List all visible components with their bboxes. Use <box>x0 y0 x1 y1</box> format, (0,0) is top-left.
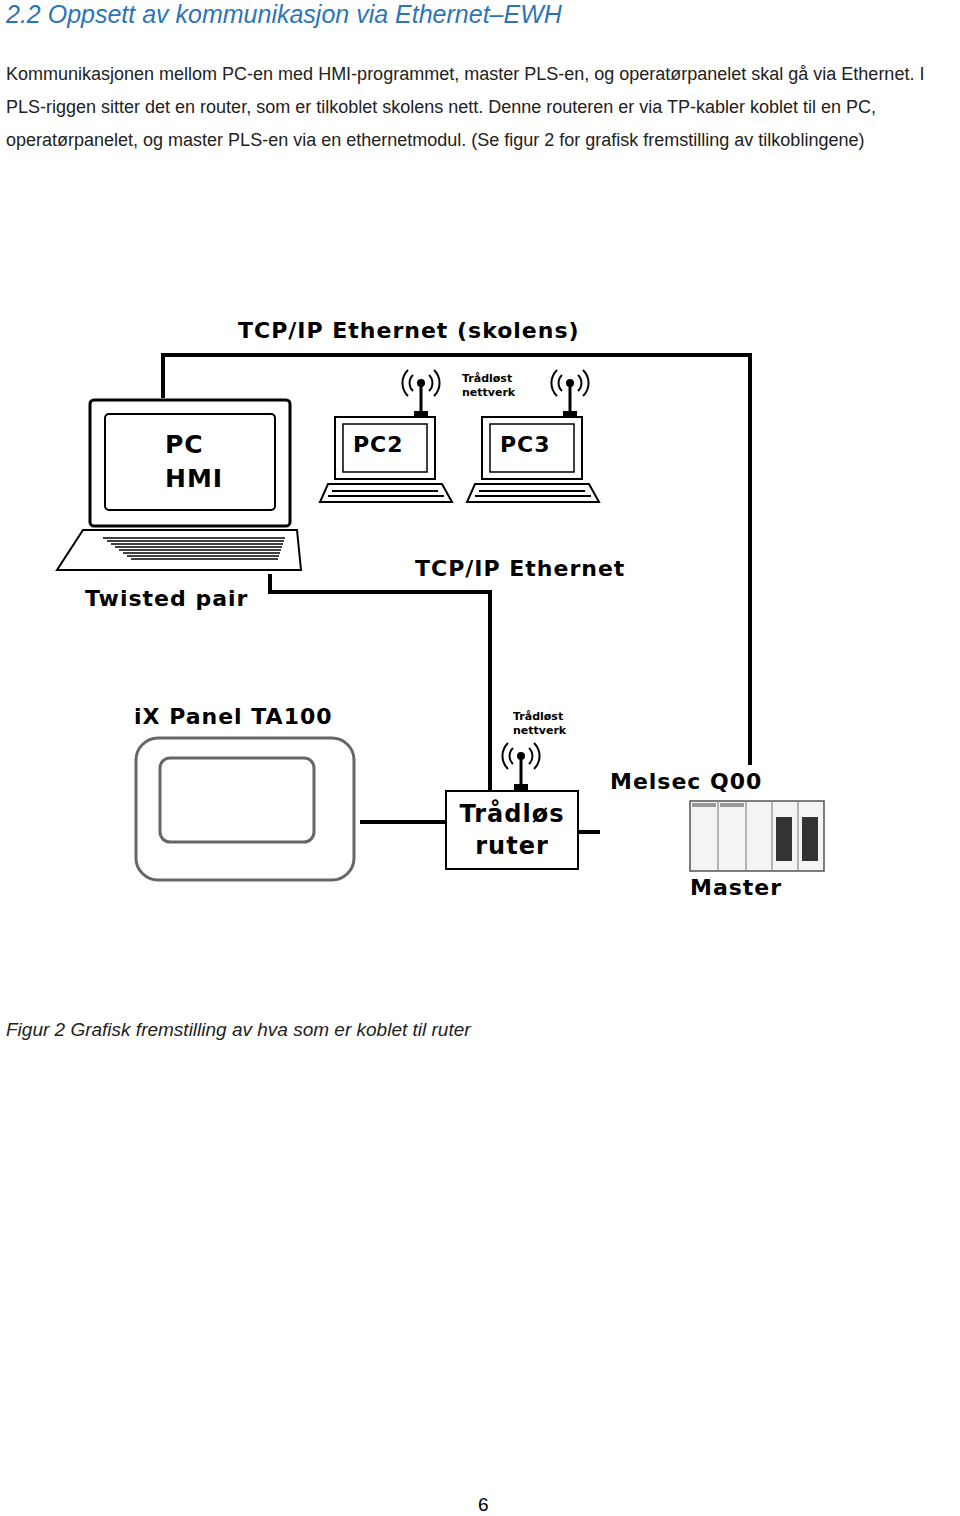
laptop-pc: PC HMI <box>55 398 303 574</box>
wireless-label: Trådløst nettverk <box>513 710 566 738</box>
network-cable <box>360 820 445 824</box>
wireless-label: Trådløst nettverk <box>462 372 515 400</box>
page-heading: 2.2 Oppsett av kommunikasjon via Etherne… <box>6 0 562 29</box>
network-label: TCP/IP Ethernet (skolens) <box>238 318 580 343</box>
wireless-router: Trådløs ruter <box>445 790 579 870</box>
pc-monitor: PC3 <box>465 412 601 504</box>
device-drawing <box>465 412 601 504</box>
body-paragraph: Kommunikasjonen mellom PC-en med HMI-pro… <box>6 58 951 157</box>
device-label: PC3 <box>500 432 551 457</box>
cable-label: Twisted pair <box>85 586 248 611</box>
network-label: TCP/IP Ethernet <box>415 556 625 581</box>
device-label: PC2 <box>353 432 404 457</box>
device-label: Trådløs ruter <box>447 798 577 862</box>
figure-caption: Figur 2 Grafisk fremstilling av hva som … <box>6 1019 471 1041</box>
device-drawing <box>130 702 360 884</box>
pc-monitor: PC2 <box>318 412 454 504</box>
device-label: Master <box>690 875 782 900</box>
device-drawing <box>318 412 454 504</box>
page-number: 6 <box>478 1494 489 1516</box>
plc-master: Melsec Q00Master <box>600 765 828 905</box>
device-label: PC HMI <box>165 428 223 496</box>
device-label: Melsec Q00 <box>610 769 762 794</box>
network-cable <box>579 830 600 834</box>
device-label: iX Panel TA100 <box>134 704 333 729</box>
operator-panel: iX Panel TA100 <box>130 702 360 884</box>
